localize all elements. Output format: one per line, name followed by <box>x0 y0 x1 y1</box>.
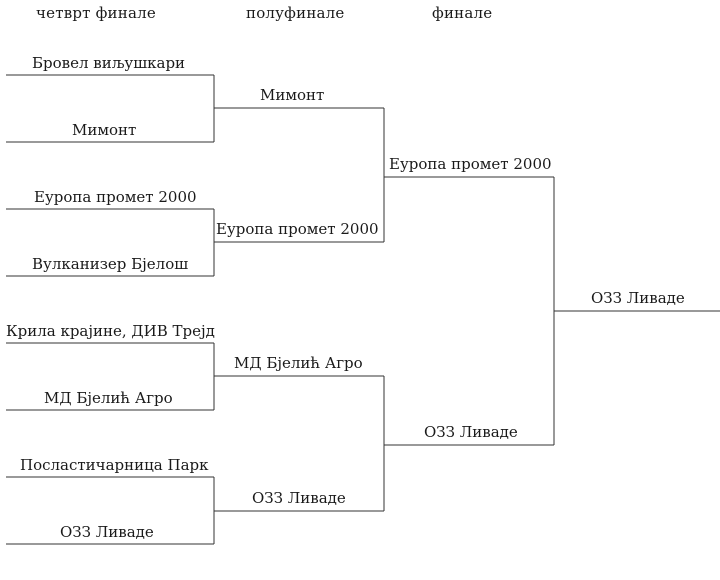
qf2-top-team: Еуропа промет 2000 <box>34 188 197 206</box>
qf3-bottom-team: МД Бјелић Агро <box>44 389 173 407</box>
qf3-top-team: Крила крајине, ДИВ Трејд <box>6 322 215 340</box>
final1-team: Еуропа промет 2000 <box>389 155 552 173</box>
sf4-team: ОЗЗ Ливаде <box>252 489 346 507</box>
header-final: финале <box>432 4 493 22</box>
qf4-bottom-team: ОЗЗ Ливаде <box>60 523 154 541</box>
qf1-bottom-team: Мимонт <box>72 121 137 139</box>
sf3-team: МД Бјелић Агро <box>234 354 363 372</box>
header-quarterfinal: четврт финале <box>36 4 156 22</box>
qf4-top-team: Посластичарница Парк <box>20 456 209 474</box>
qf2-bottom-team: Вулканизер Бјелош <box>32 255 189 273</box>
qf1-top-team: Бровел виљушкари <box>32 54 186 72</box>
header-semifinal: полуфинале <box>246 4 345 22</box>
sf1-team: Мимонт <box>260 86 325 104</box>
winner-team: ОЗЗ Ливаде <box>591 289 685 307</box>
final2-team: ОЗЗ Ливаде <box>424 423 518 441</box>
sf2-team: Еуропа промет 2000 <box>216 220 379 238</box>
